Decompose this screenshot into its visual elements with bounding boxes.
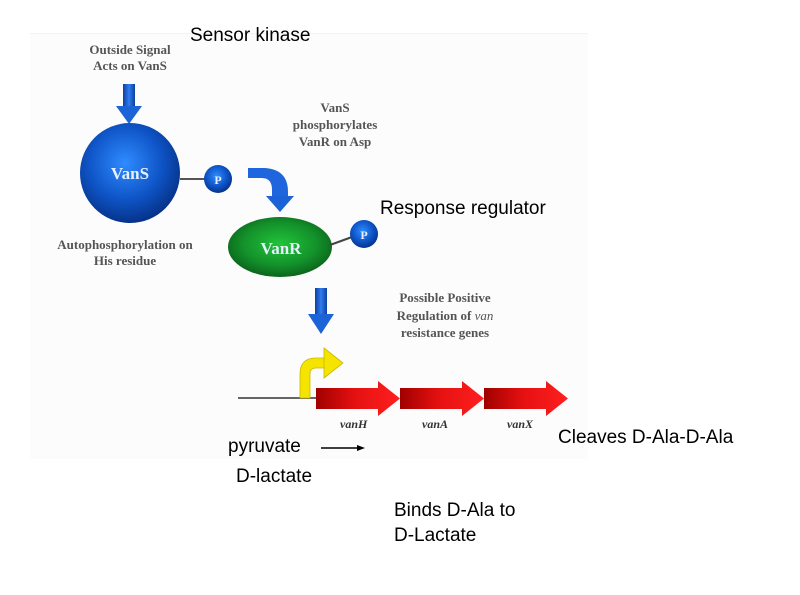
vans-phosphate-node <box>204 165 232 193</box>
phosphotransfer-arrow-icon <box>248 168 294 212</box>
autophosphorylation-line-1: Autophosphorylation on <box>57 237 193 252</box>
vanr-label: VanR <box>261 239 303 258</box>
autophosphorylation-line-2: His residue <box>93 253 157 269</box>
signal-arrow-icon <box>116 84 142 124</box>
vanr-node <box>228 217 332 277</box>
gene-label-vanx: vanX <box>507 417 534 431</box>
possible-regulation-label: Possible Positive Regulation of van resi… <box>370 289 520 342</box>
regulation-arrow-icon <box>308 288 334 334</box>
vanr-phosphate-bond <box>329 236 353 246</box>
outside-signal-line-2: Acts on VanS <box>93 58 167 74</box>
vanr-phosphate-node <box>350 220 378 248</box>
sensor-kinase-label: Sensor kinase <box>190 25 311 46</box>
autophosphorylation-label: Autophosphorylation on His residue <box>30 237 220 270</box>
possible-regulation-line-2-text: Regulation of <box>396 307 475 323</box>
possible-regulation-line-3: resistance genes <box>400 325 490 341</box>
phosphorylates-label: VanS phosphorylates VanR on Asp <box>265 100 405 151</box>
binds-line-2: D-Lactate <box>394 524 477 546</box>
pyruvate-arrow-icon <box>321 445 365 451</box>
response-regulator-label: Response regulator <box>380 198 546 219</box>
outside-signal-label: Outside Signal Acts on VanS <box>60 42 200 75</box>
possible-regulation-line-1: Possible Positive <box>399 290 491 305</box>
phosphorylates-line-2: phosphorylates <box>292 116 378 132</box>
possible-regulation-van-italic: van <box>474 307 494 323</box>
d-lactate-label: D-lactate <box>236 466 313 487</box>
vans-label: VanS <box>111 164 149 183</box>
binds-label: Binds D-Ala to D-Lactate <box>394 499 515 548</box>
vans-node <box>80 123 180 223</box>
phosphorylates-line-3: VanR on Asp <box>298 133 372 149</box>
gene-arrow-vana <box>400 381 484 416</box>
gene-label-vanh: vanH <box>340 417 368 431</box>
outside-signal-line-1: Outside Signal <box>89 42 171 57</box>
binds-line-1: Binds D-Ala to <box>394 500 516 521</box>
gene-label-vana: vanA <box>422 417 449 431</box>
pyruvate-label: pyruvate <box>228 436 301 457</box>
gene-arrow-vanx <box>484 381 568 416</box>
phosphorylates-line-1: VanS <box>320 100 350 115</box>
vans-phosphate-label: P <box>214 173 221 187</box>
possible-regulation-line-2: Regulation of van <box>370 307 520 325</box>
promoter-arrow-icon <box>299 347 344 399</box>
gene-arrow-vanh <box>316 381 400 416</box>
gene-arrows <box>316 381 568 416</box>
vanr-phosphate-label: P <box>360 228 367 242</box>
cleaves-label: Cleaves D-Ala-D-Ala <box>558 427 734 448</box>
